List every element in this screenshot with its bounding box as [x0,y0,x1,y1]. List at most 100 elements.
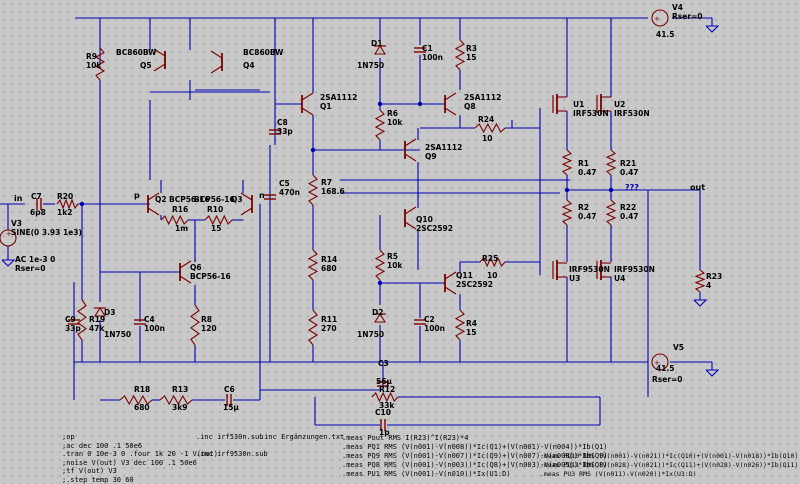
q1-transistor [301,107,314,116]
directive-line: ;.step temp 30 60 [62,475,134,484]
d2-model-label: 1N750 [357,330,385,339]
r10-value-label: 15 [211,224,222,233]
meas-block-left[interactable]: .meas Pout RMS I(R23)^I(R23)*4 .meas PQ1… [342,434,608,479]
directive-line: ;ac dec 100 .1 50e6 [62,441,143,450]
junction-dot [564,187,570,193]
r9-resistor [94,47,106,81]
junction-dot [608,187,614,193]
q8-transistor [444,92,457,101]
q9-transistor [404,138,417,147]
q3-transistor [240,192,253,201]
spice-directive-block[interactable]: ;op ;ac dec 100 .1 50e6 .tran 0 10e-3 0 … [62,433,218,484]
ground-symbol [1,259,16,267]
r8-resistor [190,304,200,346]
directive-line: ;noise V(out) V3 dec 100 .1 50e6 [62,458,197,467]
net-label-out: out [690,183,706,192]
q11-transistor [444,286,457,295]
r18-name-label: R18 [134,385,151,394]
ground-symbol [693,299,708,307]
r19-resistor [77,299,87,341]
r24-resistor [474,122,506,134]
net-label-n: n [259,191,265,200]
c7-value-label: 6p8 [30,208,46,217]
r24-value-label: 10 [482,134,493,143]
q6-transistor [179,275,192,284]
d3-diode [94,306,106,317]
v5-name-label: V5 [673,343,685,352]
c6-value-label: 15µ [223,403,239,412]
include-irf530n-directive[interactable]: .inc irf530n.sub [196,433,264,441]
v4-dc-label: 41.5 [656,30,675,39]
r12-name-label: R12 [379,385,396,394]
d3-name-label: D3 [104,308,116,317]
r12-resistor [371,391,399,403]
r11-resistor [307,309,319,346]
meas-line: .meas Pout RMS I(R23)^I(R23)*4 [342,434,469,442]
r25-name-label: R25 [482,254,499,263]
v4-source-plus: + [654,15,660,23]
v5-dc-label: 41.5 [656,364,675,373]
r18-value-label: 680 [134,403,150,412]
d1-name-label: D1 [371,39,383,48]
include-ergaenzungen-directive[interactable]: .inc Ergänzungen.txt [260,433,345,441]
ground-symbol [705,369,720,377]
meas-line: .meas PU1 RMS (V(n001)-V(n010))*Ix(U1:D) [342,470,511,478]
r1-resistor [561,149,573,176]
q5-name-label: Q5 [140,61,152,70]
meas-line: .meas PQ1 RMS (V(n001)-V(n008))*Ic(Q1)+(… [342,443,608,451]
q4-model-label: BC860BW [243,48,284,57]
c10-name-label: C10 [375,408,391,417]
directive-line: .tran 0 10e-3 0 .four 1k 20 -1 V(out) [62,450,218,458]
d3-model-label: 1N750 [104,330,132,339]
r13-name-label: R13 [172,385,189,394]
r12-value-label: 33k [379,401,395,410]
v3-source-plus: + [6,230,12,238]
meas-line: .meas PU3 RMS (V(n011)-V(n020))*Ix(U3:D) [540,470,697,478]
c3-name-label: C3 [378,359,389,368]
r20-resistor [56,198,79,210]
q4-transistor [210,50,223,59]
v5-source-plus: + [654,359,660,367]
net-label-in: in [14,194,23,203]
d2-name-label: D2 [372,308,384,317]
r10-resistor [204,214,233,226]
r7-resistor [307,174,319,206]
q4-name-label: Q4 [243,61,255,70]
r16-resistor [160,214,189,226]
r21-resistor [605,149,617,176]
meas-block-right[interactable]: .meas PQ10 RMS (V(n001)-V(n021))*Ic(Q10)… [540,452,798,479]
q5-transistor [153,63,166,72]
c10-value-label: 1p [379,428,390,437]
q9-transistor [404,153,417,162]
directive-line: ;tf V(out) V3 [62,467,117,475]
d1-model-label: 1N750 [357,61,385,70]
ground-symbol [705,25,720,33]
include-irf9530n-directive[interactable]: .inc irf9530n.sub [196,450,268,458]
r16-name-label: R16 [172,205,189,214]
q5-transistor [153,48,166,57]
meas-line: .meas PQ11 RMS (V(n028)-V(n021))*Ic(Q11)… [540,461,799,469]
q2-transistor [147,207,160,216]
d2-diode [374,312,386,323]
q2-model-label: BCP56-16 [169,195,210,204]
